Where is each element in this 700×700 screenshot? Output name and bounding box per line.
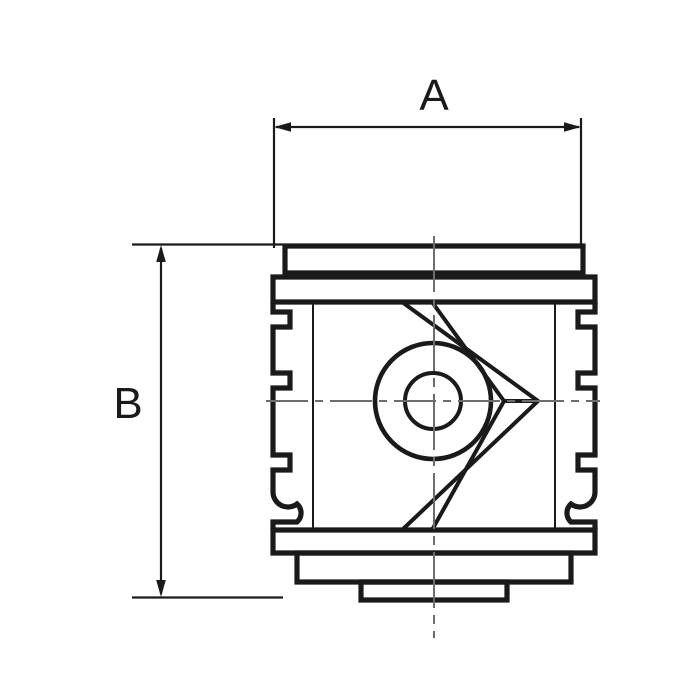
dimension-b-label: B (113, 379, 142, 428)
dimension-a-label: A (419, 71, 449, 120)
piston-left-ring-grooves (270, 302, 293, 492)
piston-left-relief-notch (270, 491, 304, 530)
centerlines (266, 236, 600, 638)
dimension-a-arrow-right (564, 122, 581, 132)
dimension-b-arrow-bottom (156, 580, 166, 597)
piston-right-relief-notch (564, 491, 598, 530)
dimension-b-arrow-top (156, 245, 166, 262)
piston-right-ring-grooves (575, 302, 598, 492)
dimension-b: B (113, 243, 283, 599)
dimension-a: A (272, 71, 583, 248)
dimension-a-arrow-left (274, 122, 291, 132)
